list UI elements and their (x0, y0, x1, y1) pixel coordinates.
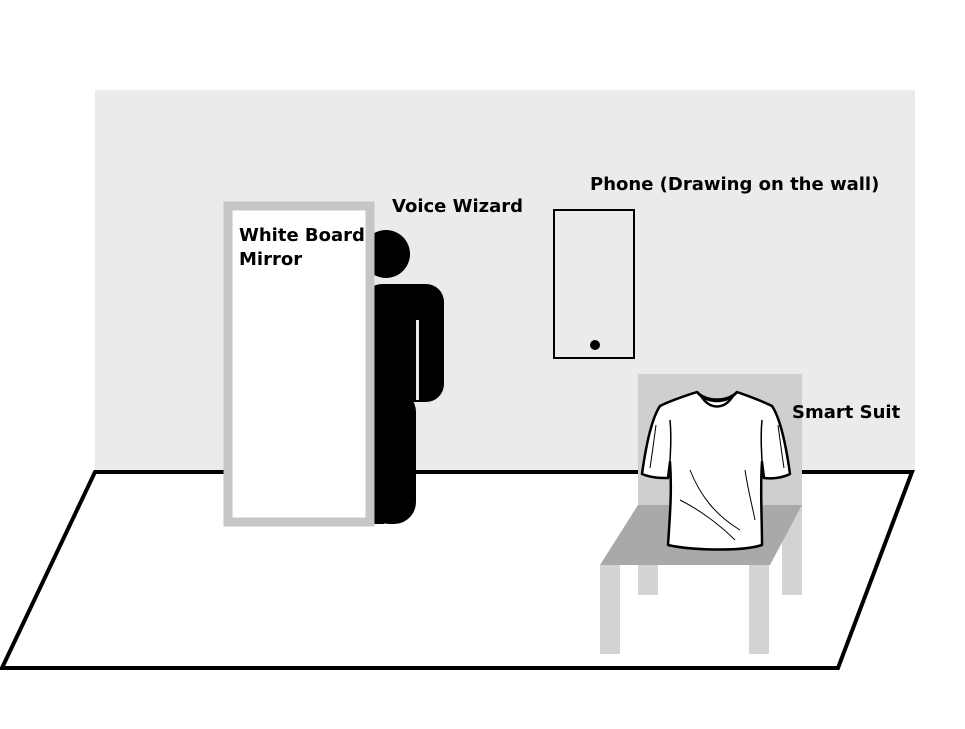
whiteboard-label-line1: White Board (239, 225, 365, 246)
smart-suit-label: Smart Suit (792, 402, 901, 423)
t-shirt-icon (640, 390, 792, 551)
phone-drawing (553, 209, 635, 359)
chair-front-leg-left (600, 565, 620, 654)
person-arm-gap (416, 320, 419, 400)
whiteboard-mirror (223, 201, 375, 527)
voice-wizard-label: Voice Wizard (392, 196, 523, 217)
phone-home-button-icon (590, 340, 600, 350)
chair-back-leg-left (638, 560, 658, 595)
phone-label: Phone (Drawing on the wall) (590, 174, 879, 195)
chair-front-leg-right (749, 565, 769, 654)
whiteboard-label-line2: Mirror (239, 249, 302, 270)
